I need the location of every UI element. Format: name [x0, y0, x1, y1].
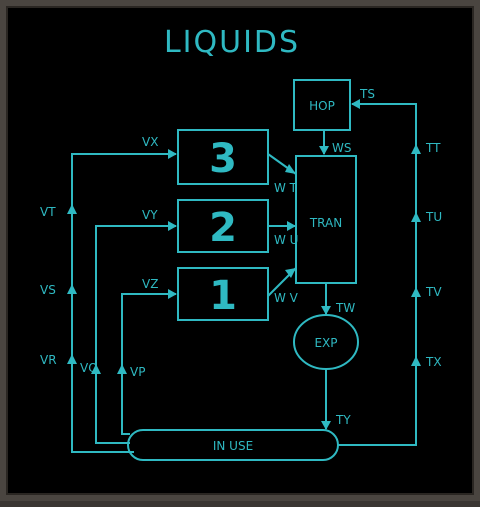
arrow-vy [168, 221, 177, 231]
label-vq: VQ [80, 361, 98, 375]
line-feed-vx [71, 153, 176, 453]
arrow-vs [67, 284, 77, 294]
label-wt: W T [274, 181, 298, 195]
tran-label: TRAN [309, 216, 342, 230]
arrow-tv [411, 287, 421, 297]
arrow-vz [168, 289, 177, 299]
diagram-title: LIQUIDS [164, 25, 300, 60]
label-tw: TW [335, 301, 355, 315]
box-1-label: 1 [209, 273, 237, 319]
label-tx: TX [425, 355, 442, 369]
label-vs: VS [40, 283, 56, 297]
liquids-flow-diagram: LIQUIDS HOP TRAN 3 2 1 EXP IN USE TS [40, 25, 442, 461]
arrow-ws [319, 146, 329, 155]
hop-label: HOP [309, 99, 335, 113]
in-use-label: IN USE [213, 439, 253, 453]
arrow-tt [411, 144, 421, 154]
label-vt: VT [40, 205, 56, 219]
box-3-label: 3 [209, 136, 237, 182]
label-wv: W V [274, 291, 299, 305]
hop-box [293, 79, 351, 131]
label-vz: VZ [142, 277, 158, 291]
box-1 [177, 267, 269, 321]
arrow-wv [285, 268, 296, 278]
arrow-vx [168, 149, 177, 159]
label-ts: TS [359, 87, 375, 101]
arrow-vr [67, 354, 77, 364]
arrow-tx [411, 356, 421, 366]
line-feed-vy [95, 225, 176, 444]
box-2-label: 2 [209, 205, 237, 251]
arrow-vp [117, 364, 127, 374]
label-vx: VX [142, 135, 158, 149]
arrow-ty [321, 421, 331, 430]
label-vr: VR [40, 353, 57, 367]
arrow-wu [287, 221, 296, 231]
arrow-tu [411, 212, 421, 222]
arrow-vt [67, 204, 77, 214]
label-tv: TV [425, 285, 442, 299]
arrow-vq [91, 364, 101, 374]
arrow-wt [285, 164, 296, 174]
exp-label: EXP [314, 336, 337, 350]
line-feed-vz [121, 293, 176, 435]
box-3 [177, 129, 269, 185]
label-tt: TT [425, 141, 441, 155]
label-ty: TY [335, 413, 351, 427]
line-return-ts [338, 103, 417, 446]
arrow-tw [321, 306, 331, 315]
label-tu: TU [425, 210, 442, 224]
label-wu: W U [274, 233, 298, 247]
label-vp: VP [130, 365, 145, 379]
label-vy: VY [142, 208, 158, 222]
label-ws: WS [332, 141, 351, 155]
arrow-ts [351, 99, 360, 109]
